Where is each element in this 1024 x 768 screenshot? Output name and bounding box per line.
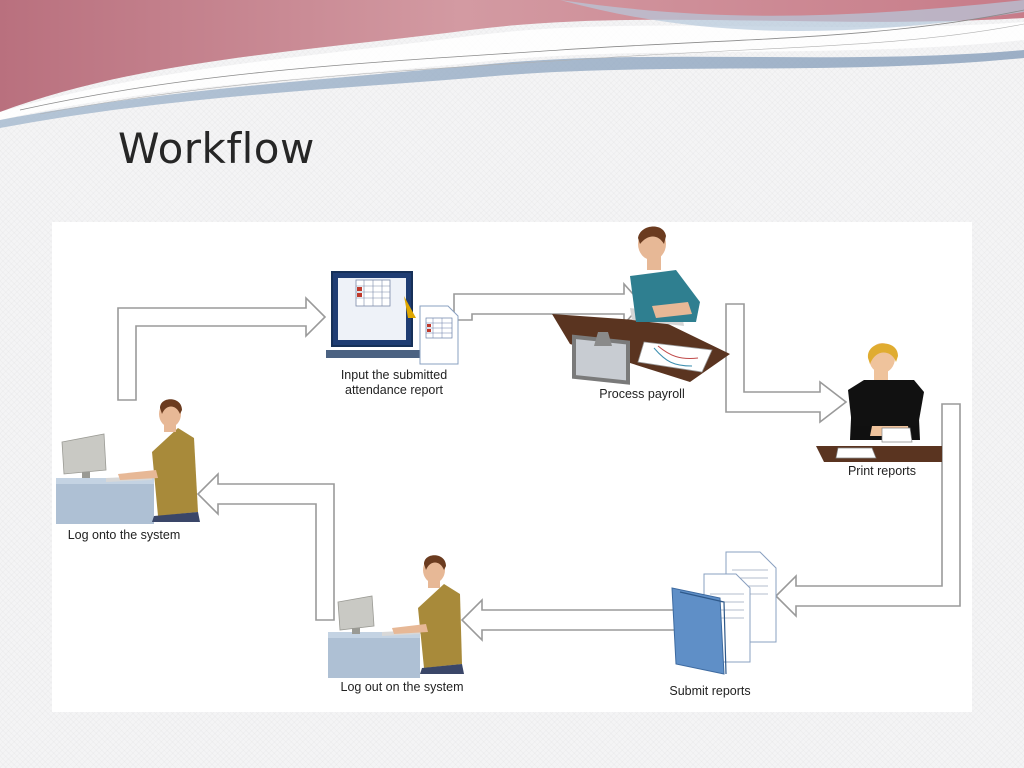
- step-label-print-reports: Print reports: [822, 464, 942, 479]
- workflow-diagram-canvas: [56, 226, 961, 678]
- header-banner: [0, 0, 1024, 128]
- arrow-print-to-submit: [774, 403, 961, 618]
- step-label-log-out: Log out on the system: [322, 680, 482, 695]
- arrow-submit-to-logout: [460, 598, 677, 642]
- slide-title: Workflow: [118, 124, 315, 173]
- step-label-submit-reports: Submit reports: [650, 684, 770, 699]
- person-at-computer-icon: [56, 399, 200, 524]
- monitor-spreadsheet-icon: [326, 271, 459, 365]
- person-at-computer-icon: [328, 555, 464, 678]
- person-at-computer-icon: [552, 226, 730, 385]
- step-label-log-onto: Log onto the system: [56, 528, 192, 543]
- step-label-line: Submit reports: [669, 684, 751, 698]
- arrow-input-to-payroll: [453, 281, 644, 327]
- step-label-line: Print reports: [847, 464, 917, 478]
- step-label-process-payroll: Process payroll: [582, 387, 702, 402]
- step-label-line: attendance report: [345, 383, 443, 397]
- step-label-input-attendance: Input the submitted attendance report: [334, 368, 454, 398]
- person-at-desk-icon: [816, 343, 942, 462]
- document-stack-icon: [671, 551, 777, 675]
- arrow-payroll-to-print: [725, 303, 848, 424]
- step-label-line: Log out on the system: [340, 680, 464, 694]
- step-label-line: Log onto the system: [67, 528, 181, 542]
- step-label-line: Process payroll: [599, 387, 685, 401]
- arrow-logout-to-login: [196, 472, 335, 621]
- step-label-line: Input the submitted: [340, 368, 448, 382]
- arrow-login-to-input: [117, 296, 327, 401]
- workflow-diagram: Input the submitted attendance report Pr…: [52, 222, 972, 712]
